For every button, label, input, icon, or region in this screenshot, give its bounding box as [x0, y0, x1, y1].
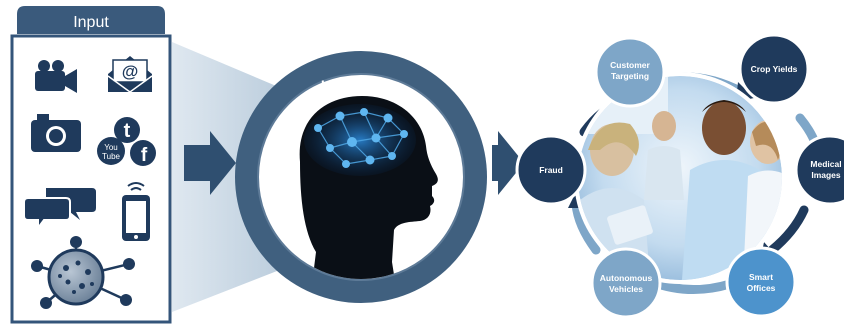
- smart-offices-line-1: Smart: [749, 272, 773, 282]
- cycle-arc-3: [767, 205, 809, 255]
- customer-targeting-line-2: Targeting: [611, 71, 649, 81]
- learning-title: Learning: [320, 77, 402, 100]
- customer-targeting-line-1: Customer: [610, 60, 650, 70]
- youtube-label-bottom: Tube: [102, 152, 120, 161]
- arrow-to-outputs: [492, 131, 524, 195]
- medical-images-line-1: Medical: [810, 159, 841, 169]
- arrow-to-learning: [184, 131, 236, 195]
- photo-camera-icon: [31, 114, 81, 152]
- svg-text:@: @: [122, 62, 139, 81]
- output-bubble-crop-yields: Crop Yields: [738, 33, 810, 105]
- smartphone-icon: [122, 182, 150, 241]
- team-photo: [578, 76, 782, 280]
- autonomous-vehicles-line-1: Autonomous: [600, 273, 653, 283]
- output-bubble-fraud: Fraud: [515, 134, 587, 206]
- crop-yields-label: Crop Yields: [751, 64, 798, 74]
- input-title: Input: [73, 14, 109, 31]
- input-panel: Input @ t You Tube: [10, 6, 172, 324]
- network-hub-icon: [31, 236, 135, 309]
- output-bubble-customer-targeting: Customer Targeting: [594, 36, 666, 108]
- smart-offices-line-2: Offices: [747, 283, 776, 293]
- learning-module: Learning: [235, 51, 487, 303]
- youtube-label-top: You: [104, 143, 118, 152]
- fraud-label: Fraud: [539, 165, 563, 175]
- chat-bubbles-icon: [23, 188, 96, 231]
- video-camera-icon: [35, 60, 77, 93]
- email-icon: @: [107, 56, 153, 93]
- facebook-letter: f: [141, 145, 148, 166]
- brain-network: [304, 104, 416, 176]
- output-cycle: Customer Targeting Crop Yields Medical I…: [515, 33, 844, 319]
- autonomous-vehicles-line-2: Vehicles: [609, 284, 643, 294]
- output-bubble-medical-images: Medical Images: [794, 134, 844, 206]
- output-bubble-smart-offices: Smart Offices: [725, 246, 797, 318]
- social-media-icon: t You Tube f: [97, 117, 156, 166]
- input-panel-header: [17, 6, 165, 34]
- output-bubble-autonomous-vehicles: Autonomous Vehicles: [590, 247, 662, 319]
- medical-images-line-2: Images: [811, 170, 841, 180]
- twitter-letter: t: [124, 120, 131, 142]
